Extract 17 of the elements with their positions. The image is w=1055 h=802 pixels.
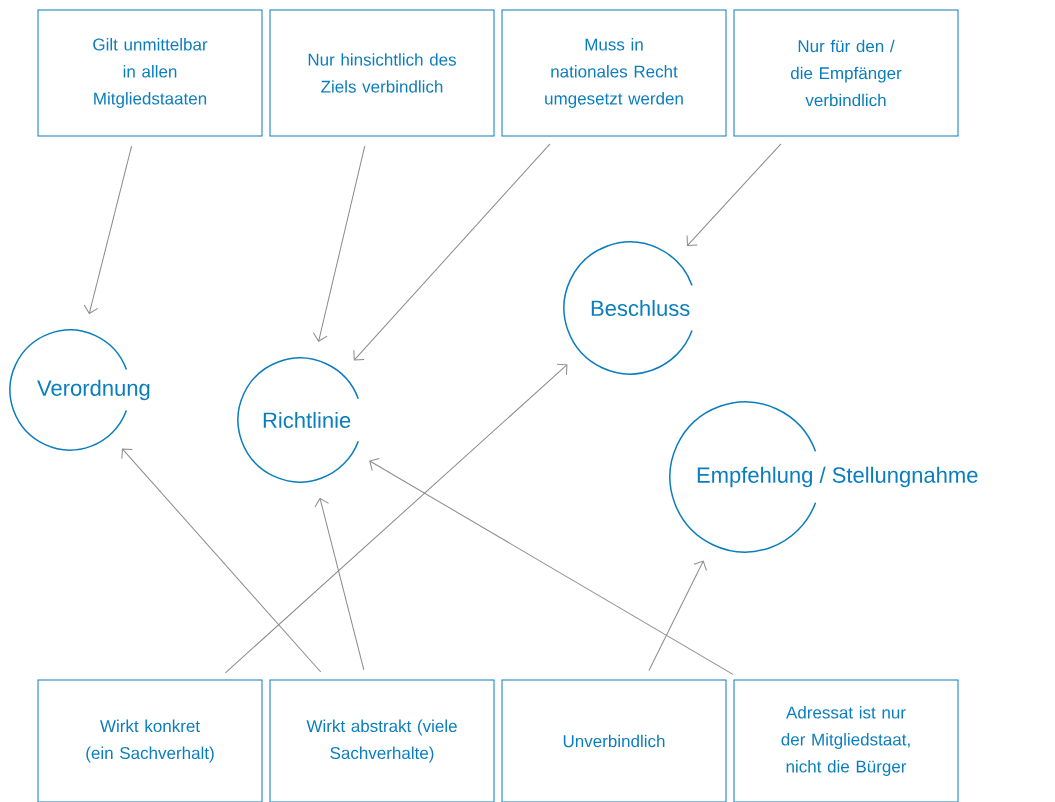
text-box: Wirkt abstrakt (viele Sachverhalte) [269, 679, 495, 802]
arrow [121, 448, 322, 673]
text-box: Nur hinsichtlich des Ziels verbindlich [269, 9, 495, 137]
arrow [312, 145, 366, 342]
arrow [83, 145, 133, 314]
text-box: Nur für den / die Empfänger verbindlich [733, 9, 959, 137]
arrow [224, 363, 568, 674]
arrow [686, 143, 782, 246]
text-box: Wirkt konkret (ein Sachverhalt) [37, 679, 263, 802]
arrow [369, 458, 734, 675]
text-box: Gilt unmittelbar in allen Mitgliedstaaten [37, 9, 263, 137]
arrow [314, 497, 365, 671]
text-box: Adressat ist nur der Mitgliedstaat, nicht die Bürger [733, 679, 959, 802]
arrow [648, 560, 707, 672]
arrow [353, 143, 551, 361]
text-box: Unverbindlich [501, 679, 727, 802]
text-box: Muss in nationales Recht umgesetzt werden [501, 9, 727, 137]
